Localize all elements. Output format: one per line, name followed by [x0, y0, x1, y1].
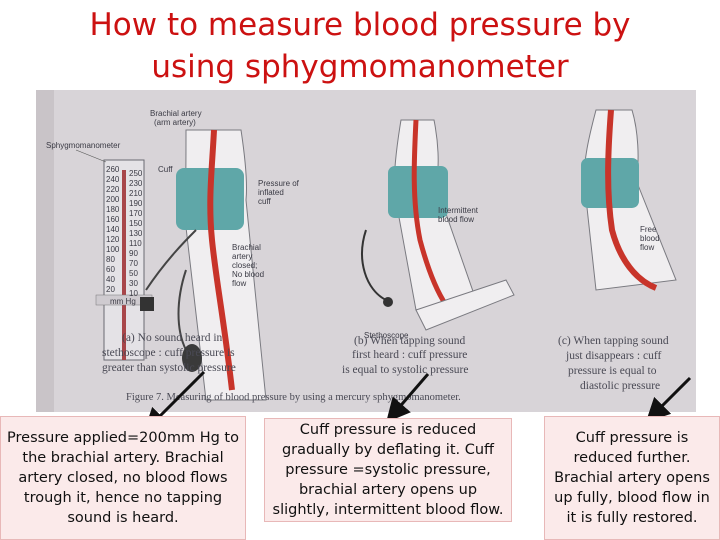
blood-label: blood [640, 234, 660, 243]
cuff-b [388, 166, 448, 218]
caption-b-line-1: (b) When tapping sound [354, 335, 466, 347]
scale-left-tick: 240 [106, 175, 120, 184]
scale-left-tick: 20 [106, 285, 115, 294]
scale-right-tick: 110 [129, 239, 142, 248]
no-blood-label: No blood [232, 270, 264, 279]
scale-left-tick: 260 [106, 165, 120, 174]
scale-left-tick: 160 [106, 215, 120, 224]
explanation-box-3: Cuff pressure is reduced further. Brachi… [544, 416, 720, 540]
scale-right-tick: 230 [129, 179, 143, 188]
caption-a-line-2: stethoscope : cuff pressure is [102, 347, 235, 359]
cuff-label: Cuff [158, 165, 173, 174]
scale-right-tick: 50 [129, 269, 138, 278]
caption-a-line-1: (a) No sound heard in [122, 332, 223, 344]
scale-right-tick: 10 [129, 289, 138, 298]
scale-left-tick: 140 [106, 225, 120, 234]
arm-c [581, 109, 677, 291]
manometer-gauge: mm Hg [95, 159, 154, 361]
scale-left-tick: 80 [106, 255, 115, 264]
caption-c: (c) When tapping sound just disappears :… [558, 335, 669, 392]
flow2-label: flow [640, 243, 654, 252]
artery-a [207, 129, 235, 391]
artery-b [411, 119, 449, 307]
scale-right-tick: 70 [129, 259, 138, 268]
caption-c-line-3: pressure is equal to [568, 365, 657, 377]
brachial-artery-label: Brachial artery [150, 109, 202, 118]
caption-b-line-3: is equal to systolic pressure [342, 364, 468, 376]
mmhg-label: mm Hg [110, 297, 136, 306]
sphygmomanometer-label: Sphygmomanometer [46, 141, 121, 150]
caption-c-line-2: just disappears : cuff [565, 350, 661, 362]
scale-left-tick: 100 [106, 245, 120, 254]
scale-right-tick: 170 [129, 209, 143, 218]
arm-b [361, 119, 515, 331]
scale-left-tick: 220 [106, 185, 120, 194]
arm-a [145, 129, 267, 401]
scale-left-tick: 40 [106, 275, 115, 284]
caption-c-line-1: (c) When tapping sound [558, 335, 669, 347]
scale-right-tick: 210 [129, 189, 143, 198]
scale-right-tick: 190 [129, 199, 143, 208]
blood-flow-label: blood flow [438, 215, 474, 224]
figure-background [36, 90, 696, 412]
scale-right-tick: 250 [129, 169, 143, 178]
caption-a: (a) No sound heard in stethoscope : cuff… [102, 332, 236, 374]
scale-right-tick: 30 [129, 279, 138, 288]
scale-left-tick: 180 [106, 205, 120, 214]
scale-left-tick: 60 [106, 265, 115, 274]
cuff-word-label: cuff [258, 197, 272, 206]
explanation-box-2: Cuff pressure is reduced gradually by de… [264, 418, 512, 522]
caption-a-line-3: greater than systolic pressure [102, 362, 236, 374]
caption-b: (b) When tapping sound first heard : cuf… [342, 335, 468, 376]
title-line-1: How to measure blood pressure by [89, 7, 631, 43]
scale-left-tick: 120 [106, 235, 120, 244]
title-line-2: using sphygmomanometer [151, 49, 569, 85]
scale-right-tick: 130 [129, 229, 143, 238]
explanation-box-1: Pressure applied=200mm Hg to the brachia… [0, 416, 246, 540]
closed-label: closed; [232, 261, 257, 270]
arm-artery-label: (arm artery) [154, 118, 196, 127]
page-title: How to measure blood pressure by using s… [0, 4, 720, 88]
stethoscope-label: Stethoscope [364, 331, 409, 340]
inflated-label: inflated [258, 188, 284, 197]
flow-label: flow [232, 279, 246, 288]
free-label: Free [640, 225, 657, 234]
brachial-label: Brachial [232, 243, 261, 252]
caption-c-line-4: diastolic pressure [580, 380, 660, 392]
explanation-text-2: Cuff pressure is reduced gradually by de… [272, 422, 504, 518]
scale-right-tick: 90 [129, 249, 138, 258]
artery-label: artery [232, 252, 252, 261]
pressure-of-label: Pressure of [258, 179, 300, 188]
explanation-text-1: Pressure applied=200mm Hg to the brachia… [7, 430, 239, 526]
figure-illustration: mm Hg 2602402202001801601401201008060402… [36, 90, 696, 412]
scale-right-tick: 150 [129, 219, 143, 228]
figure-caption: Figure 7. Measuring of blood pressure by… [126, 392, 461, 403]
scale-left-tick: 200 [106, 195, 120, 204]
intermittent-label: Intermittent [438, 206, 479, 215]
explanation-text-3: Cuff pressure is reduced further. Brachi… [554, 430, 710, 526]
caption-b-line-2: first heard : cuff pressure [352, 349, 467, 361]
artery-c [605, 109, 658, 291]
